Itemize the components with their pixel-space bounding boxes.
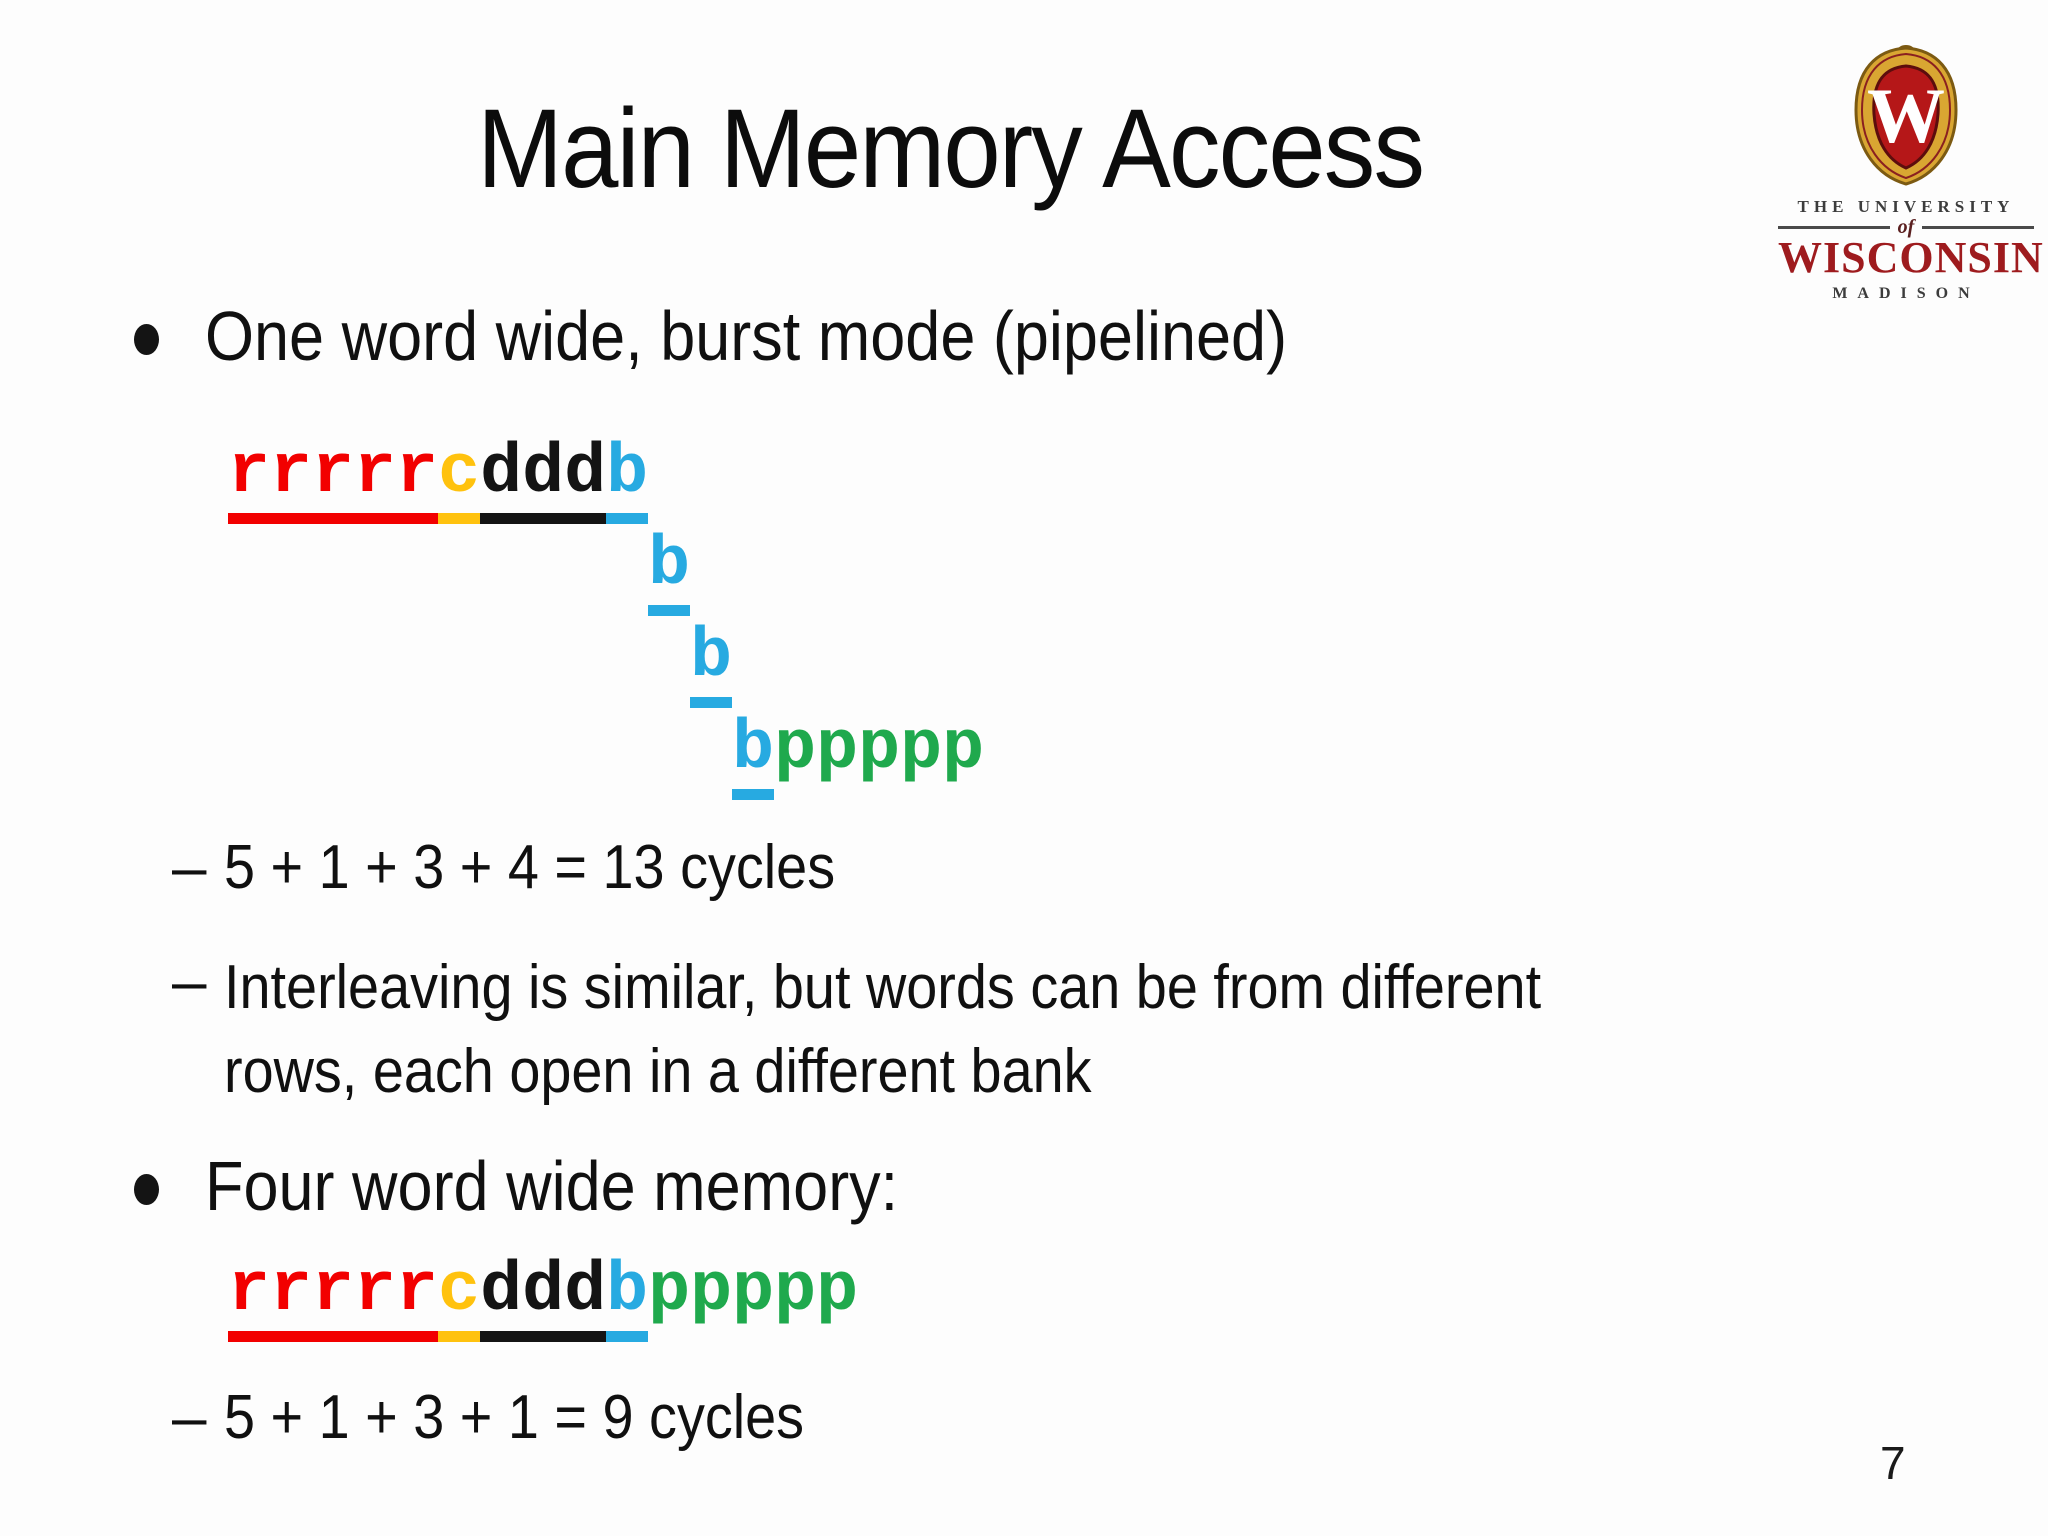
diagram-segment-red: rrrrr bbox=[228, 1252, 439, 1342]
sub-dash: – bbox=[172, 833, 207, 902]
logo-of-row: of bbox=[1778, 216, 2035, 238]
sub1-cycles: 5 + 1 + 3 + 4 = 13 cycles bbox=[224, 832, 903, 903]
sub-dash: – bbox=[172, 947, 207, 1016]
bullet1-one-word-wide: One word wide, burst mode (pipelined) bbox=[205, 296, 1407, 376]
diagram-row: rrrrrcdddbppppp bbox=[228, 1246, 859, 1342]
bullet2-text: Four word wide memory: bbox=[205, 1147, 899, 1225]
uw-madison-logo: W THE UNIVERSITY of WISCONSIN MADISON bbox=[1778, 40, 2044, 303]
diagram-segment-black: ddd bbox=[480, 1252, 607, 1342]
diagram-row: bppppp bbox=[228, 704, 985, 800]
logo-rule-right bbox=[1922, 225, 2035, 229]
diagram-segment-blue: b bbox=[606, 1252, 649, 1342]
timing-diagram-four-word: rrrrrcdddbppppp bbox=[228, 1246, 859, 1342]
diagram-row: b bbox=[228, 520, 984, 616]
diagram-row: rrrrrcdddb bbox=[228, 428, 984, 524]
bullet2-four-word-wide: Four word wide memory: bbox=[205, 1146, 975, 1226]
sub2-line1: Interleaving is similar, but words can b… bbox=[224, 953, 1542, 1022]
sub1-text: 5 + 1 + 3 + 4 = 13 cycles bbox=[224, 833, 836, 902]
diagram-segment-blue: b bbox=[690, 618, 733, 708]
sub3-text: 5 + 1 + 3 + 1 = 9 cycles bbox=[224, 1383, 805, 1452]
sub-dash: – bbox=[172, 1383, 207, 1452]
sub3-cycles: 5 + 1 + 3 + 1 = 9 cycles bbox=[224, 1382, 869, 1453]
diagram-segment-blue: b bbox=[732, 710, 775, 800]
uw-crest-icon: W bbox=[1854, 45, 1958, 186]
diagram-row: b bbox=[228, 612, 984, 708]
logo-of: of bbox=[1897, 216, 1915, 238]
logo-wisconsin: WISCONSIN bbox=[1778, 233, 2044, 282]
logo-rule-left bbox=[1778, 225, 1890, 229]
logo-the-university: THE UNIVERSITY bbox=[1797, 197, 2015, 216]
diagram-segment-orange: c bbox=[438, 434, 481, 524]
diagram-segment-blue: b bbox=[606, 434, 649, 524]
bullet1-text: One word wide, burst mode (pipelined) bbox=[205, 297, 1288, 375]
diagram-segment-orange: c bbox=[438, 1252, 481, 1342]
crest-w-letter: W bbox=[1867, 72, 1945, 159]
diagram-segment-red: rrrrr bbox=[228, 434, 439, 524]
diagram-segment-black: ddd bbox=[480, 434, 607, 524]
bullet-dot bbox=[134, 324, 159, 355]
logo-madison: MADISON bbox=[1832, 285, 1980, 302]
page-title: Main Memory Access bbox=[0, 84, 1900, 213]
diagram-segment-blue: b bbox=[648, 526, 691, 616]
page-title-text: Main Memory Access bbox=[476, 86, 1425, 211]
diagram-segment-green: ppppp bbox=[648, 1252, 859, 1331]
page-number: 7 bbox=[1880, 1437, 1906, 1489]
sub2-interleaving: Interleaving is similar, but words can b… bbox=[224, 946, 1541, 1114]
sub2-line2: rows, each open in a different bank bbox=[224, 1037, 1092, 1106]
bullet-dot bbox=[134, 1174, 159, 1205]
diagram-segment-green: ppppp bbox=[774, 710, 985, 789]
